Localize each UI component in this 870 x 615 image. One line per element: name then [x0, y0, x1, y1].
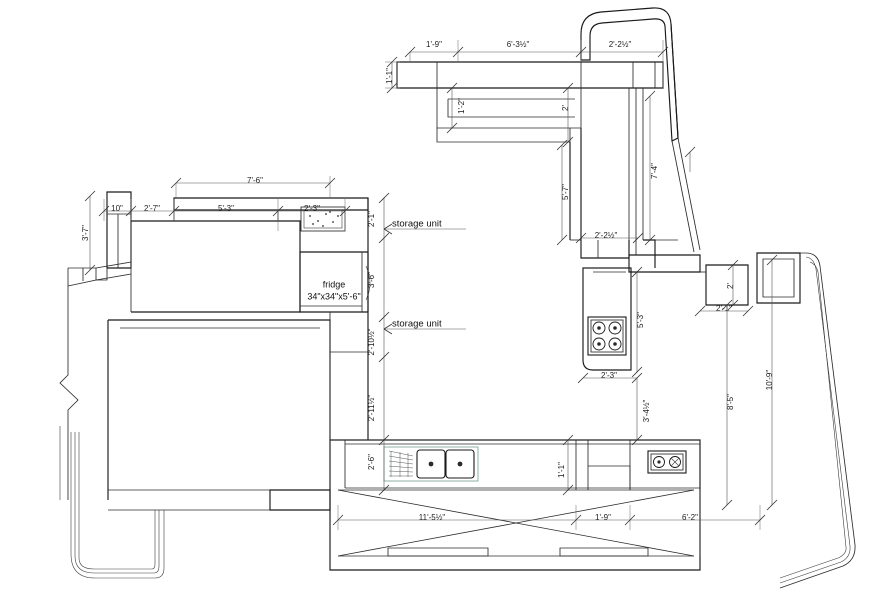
dim-top-run: 1'-9" 6'-3½" 2'-2½" [404, 40, 669, 88]
cooktop-wing [582, 267, 632, 371]
dim-2-1b: 2'-1" [694, 304, 754, 317]
dim-5-3b: 5'-3" [631, 266, 645, 378]
upper-cabinet-run [396, 61, 664, 255]
dim-3-6: 3'-6" [367, 272, 376, 288]
dim-5-3a: 5'-3" [218, 204, 234, 213]
bottom-island-counter [108, 439, 701, 571]
dim-center-vertical-chain: 2'-1" 3'-6" 2'-10½" 2'-11½" 2'-6" [367, 192, 390, 496]
dim-2-6: 2'-6" [367, 454, 376, 470]
four-burner-cooktop [587, 316, 627, 356]
dim-2-b: 2' [726, 283, 735, 289]
dim-1-9-top: 1'-9" [426, 40, 442, 49]
label-fridge-size: 34"x34"x5'-6" [307, 291, 360, 301]
dim-7-4: 7'-4" [650, 163, 659, 179]
right-outer-curved-wall [779, 252, 856, 589]
dim-top-left-vertical: 1'-1" [385, 56, 400, 94]
label-storage-unit-2: storage unit [392, 319, 442, 330]
dim-2-11h: 2'-11½" [367, 395, 376, 422]
dim-5-7: 5'-7" [561, 184, 570, 200]
dim-6-2: 6'-2" [682, 513, 698, 522]
dim-1-1-top: 1'-1" [385, 68, 394, 84]
dim-1-1-sink: 1'-1" [557, 462, 566, 478]
dim-2-3b: 2'-3" [601, 371, 617, 380]
dim-bottom-run: 11'-5½" 1'-9" 6'-2" [332, 505, 766, 530]
dim-5-7: 5'-7" [556, 139, 570, 246]
dim-upper-left-run: 10" 2'-7" 5'-3" 2'-3" [98, 199, 351, 231]
upper-right-curved-outline [580, 7, 701, 253]
right-block-pantry [580, 239, 801, 306]
dim-8-5: 8'-5" [721, 299, 735, 511]
dim-10-9: 10'-9" [765, 254, 778, 511]
dim-11-5h: 11'-5½" [419, 513, 446, 522]
dim-1-2: 1'-2" [457, 98, 466, 114]
dim-1-1-sink: 1'-1" [557, 434, 574, 496]
dim-2-10h: 2'-10½" [367, 328, 376, 355]
dim-3-7: 3'-7" [81, 190, 96, 276]
dim-10in: 10" [111, 204, 123, 213]
dim-2-2h-a: 2'-2½" [609, 40, 632, 49]
dim-10-9: 10'-9" [765, 370, 774, 391]
dim-2-2h-b: 2'-2½" [575, 231, 644, 244]
dim-2-1: 2'-1" [367, 211, 376, 227]
dim-3-7: 3'-7" [81, 225, 90, 241]
dim-5-3b: 5'-3" [636, 312, 645, 328]
label-storage-unit-1: storage unit [392, 219, 442, 230]
dim-top-inner: 1'-2" 2' [446, 82, 696, 172]
storage-unit-leader-1: storage unit [383, 219, 466, 235]
dim-2-1b: 2'-1" [716, 304, 732, 313]
left-upper-room [106, 191, 369, 500]
lower-left-curved-run [59, 426, 165, 579]
left-exterior-wall [59, 261, 132, 500]
dim-1-9b: 1'-9" [595, 513, 611, 522]
central-vertical-partition [329, 198, 369, 440]
dim-2-a: 2' [561, 105, 570, 111]
dim-3-4h: 3'-4½" [631, 378, 651, 446]
label-fridge-name: fridge [323, 279, 346, 289]
dim-2-2h-b: 2'-2½" [595, 231, 618, 240]
dim-7-6: 7'-6" [247, 176, 263, 185]
dim-2-7: 2'-7" [144, 204, 160, 213]
dim-7-4: 7'-4" [644, 90, 659, 246]
dim-2-b: 2' [726, 259, 739, 311]
two-burner-cooktop [647, 450, 687, 474]
dim-2-3a: 2'-3" [304, 204, 320, 213]
dim-6-3h: 6'-3½" [507, 40, 530, 49]
storage-unit-leader-2: storage unit [383, 319, 466, 335]
double-bowl-sink-with-drainboard [383, 446, 479, 482]
dim-3-4h: 3'-4½" [642, 400, 651, 423]
dim-8-5: 8'-5" [726, 394, 735, 410]
dim-7-6-run: 7'-6" [170, 176, 336, 198]
